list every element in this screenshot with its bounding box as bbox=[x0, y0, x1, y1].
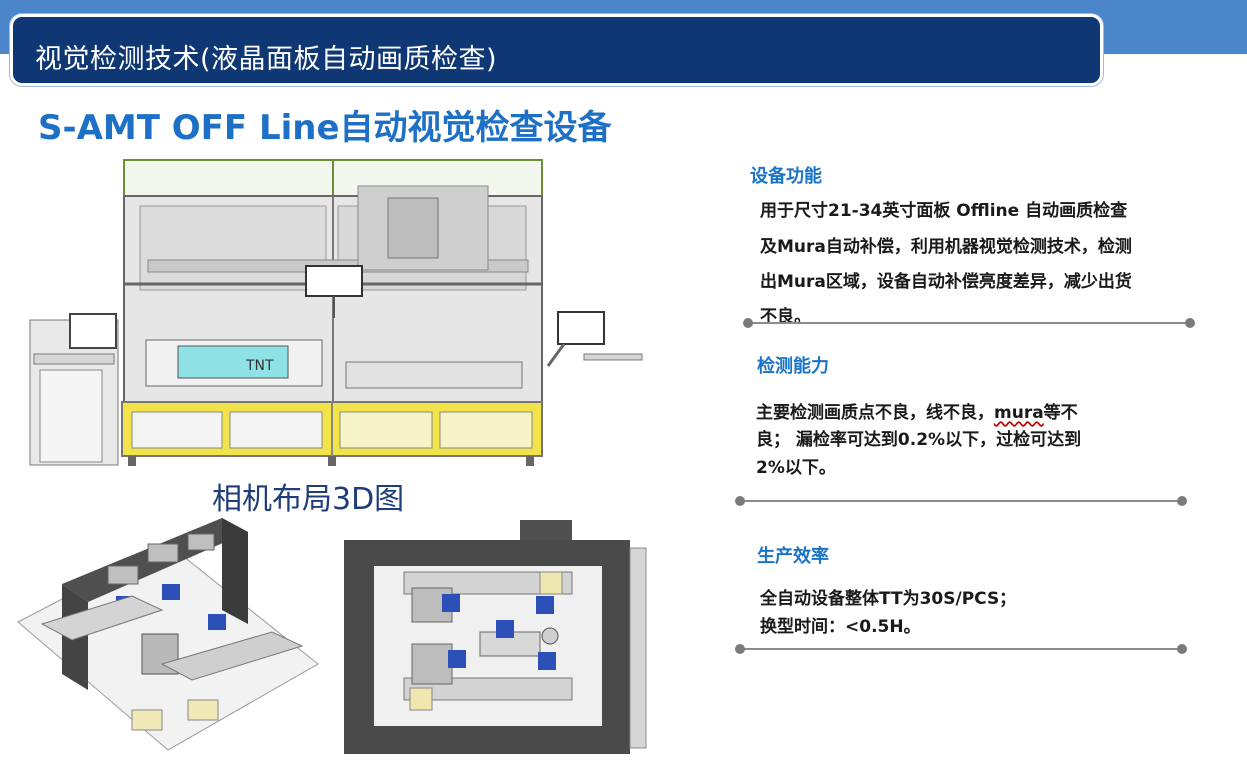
machine-overview-image: TNT bbox=[29, 159, 643, 466]
section-heading-efficiency: 生产效率 bbox=[757, 546, 829, 567]
divider-3 bbox=[735, 644, 1187, 654]
section-heading-function: 设备功能 bbox=[750, 166, 822, 187]
page-subtitle: S-AMT OFF Line自动视觉检查设备 bbox=[38, 108, 612, 148]
efficiency-line-2: 换型时间：<0.5H。 bbox=[760, 617, 921, 637]
camera-layout-front-image bbox=[330, 512, 650, 760]
capability-line-2: 良； 漏检率可达到0.2%以下，过检可达到 bbox=[756, 430, 1082, 450]
camera-layout-isometric-image bbox=[17, 518, 319, 751]
function-line-1: 用于尺寸21-34英寸面板 Offline 自动画质检查 bbox=[760, 201, 1128, 221]
efficiency-line-1: 全自动设备整体TT为30S/PCS； bbox=[760, 589, 1017, 609]
title-bar: 视觉检测技术(液晶面板自动画质检查) bbox=[10, 14, 1103, 86]
machine-label: TNT bbox=[245, 358, 274, 374]
section-heading-capability: 检测能力 bbox=[757, 356, 829, 377]
divider-2 bbox=[735, 496, 1187, 506]
camera-layout-caption: 相机布局3D图 bbox=[212, 482, 405, 517]
capability-line-1: 主要检测画质点不良，线不良，mura等不 bbox=[756, 403, 1078, 423]
page-title: 视觉检测技术(液晶面板自动画质检查) bbox=[35, 44, 498, 75]
divider-1 bbox=[743, 318, 1195, 328]
function-line-3: 出Mura区域，设备自动补偿亮度差异，减少出货 bbox=[760, 272, 1132, 292]
capability-line-3: 2%以下。 bbox=[756, 458, 836, 478]
function-line-2: 及Mura自动补偿，利用机器视觉检测技术，检测 bbox=[760, 237, 1132, 257]
